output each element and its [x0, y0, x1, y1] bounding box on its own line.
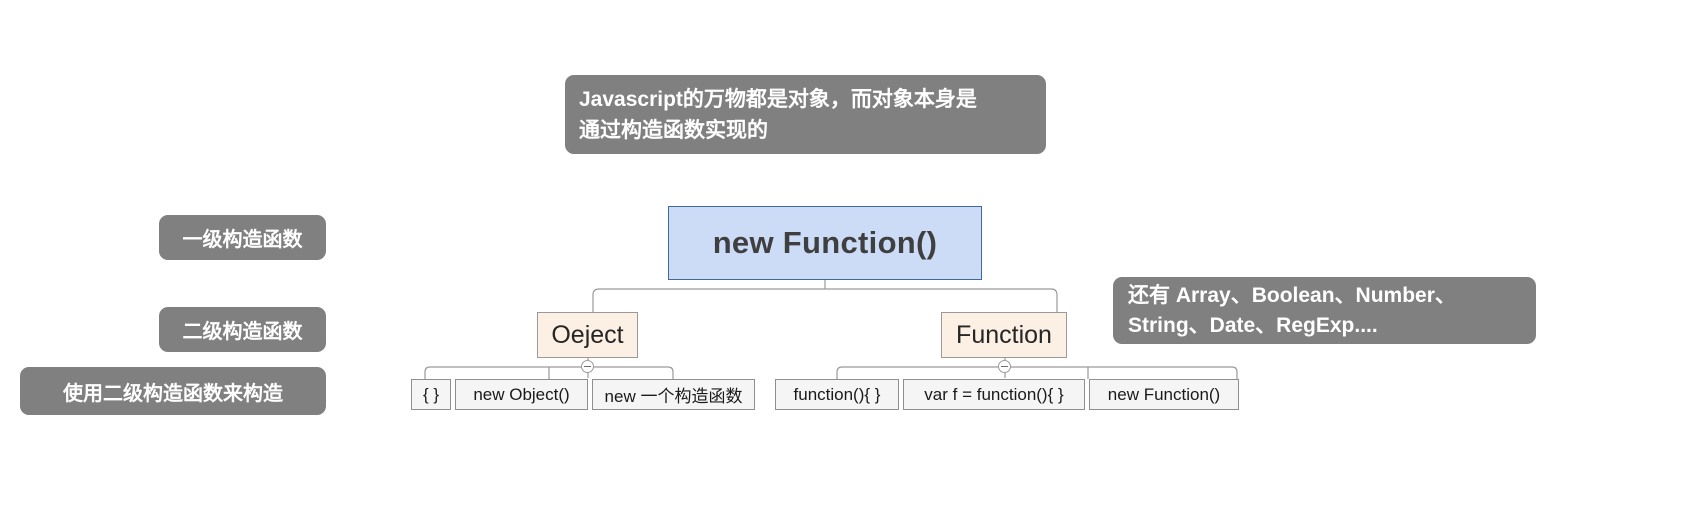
level-label-construct-using-secondary: 使用二级构造函数来构造 — [20, 367, 326, 415]
note-line-1: 还有 Array、Boolean、Number、 — [1128, 283, 1456, 307]
leaf-new-custom-constructor[interactable]: new 一个构造函数 — [592, 379, 755, 410]
connector-function-children-bus — [836, 366, 1238, 379]
note-line-1: Javascript的万物都是对象，而对象本身是 — [579, 87, 977, 111]
leaf-new-object[interactable]: new Object() — [455, 379, 588, 410]
note-line-2: String、Date、RegExp.... — [1128, 313, 1378, 337]
level-label-primary-constructor: 一级构造函数 — [159, 215, 326, 260]
note-line-2: 通过构造函数实现的 — [579, 118, 768, 142]
leaf-function-expression[interactable]: function(){ } — [775, 379, 899, 410]
connector-root-to-branches — [592, 288, 1058, 312]
node-function[interactable]: Function — [941, 312, 1067, 358]
leaf-var-function-assignment[interactable]: var f = function(){ } — [903, 379, 1085, 410]
node-new-function-root[interactable]: new Function() — [668, 206, 982, 280]
leaf-object-literal[interactable]: { } — [411, 379, 451, 410]
minus-circle-icon[interactable] — [998, 360, 1011, 373]
node-oeject[interactable]: Oeject — [537, 312, 638, 358]
javascript-objects-note: Javascript的万物都是对象，而对象本身是 通过构造函数实现的 — [565, 75, 1046, 154]
connector-object-children-bus — [424, 366, 674, 379]
other-builtins-note: 还有 Array、Boolean、Number、 String、Date、Reg… — [1113, 277, 1536, 344]
level-label-secondary-constructor: 二级构造函数 — [159, 307, 326, 352]
leaf-new-function[interactable]: new Function() — [1089, 379, 1239, 410]
minus-circle-icon[interactable] — [581, 360, 594, 373]
